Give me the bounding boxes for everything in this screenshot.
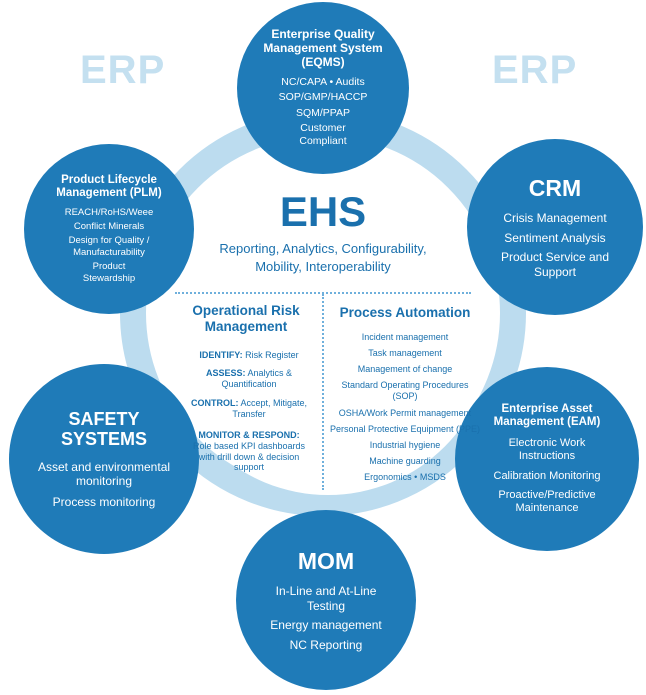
plm-node: Product Lifecycle Management (PLM) REACH…	[24, 144, 194, 314]
crm-item: Crisis Management	[503, 211, 607, 226]
eqms-item: SQM/PPAP	[295, 106, 351, 119]
automation-item: Machine guarding	[369, 456, 441, 466]
risk-identify-text: Risk Register	[245, 350, 299, 360]
safety-title: SAFETY SYSTEMS	[60, 408, 148, 450]
plm-item: Conflict Minerals	[73, 220, 145, 232]
mom-item: Energy management	[270, 618, 382, 633]
risk-title: Operational Risk Management	[192, 303, 300, 335]
risk-control-text: Accept, Mitigate, Transfer	[232, 398, 308, 419]
crm-title: CRM	[528, 175, 582, 201]
mom-item: In-Line and At-Line Testing	[275, 584, 377, 613]
center-divider-horizontal	[175, 292, 471, 294]
automation-item: Industrial hygiene	[369, 440, 441, 450]
eam-item: Calibration Monitoring	[493, 469, 601, 482]
eqms-item: Customer Compliant	[299, 122, 347, 148]
risk-assess-label: ASSESS:	[205, 368, 246, 378]
risk-identify-label: IDENTIFY:	[199, 350, 243, 360]
eam-item: Proactive/Predictive Maintenance	[498, 488, 596, 514]
automation-item: Incident management	[361, 332, 449, 342]
automation-item: OSHA/Work Permit management	[338, 408, 472, 418]
automation-item: Management of change	[357, 364, 453, 374]
eam-node: Enterprise Asset Management (EAM) Electr…	[455, 367, 639, 551]
automation-item: Task management	[368, 348, 442, 358]
safety-item: Asset and environmental monitoring	[37, 460, 171, 489]
automation-item: Personal Protective Equipment (PPE)	[329, 424, 481, 434]
erp-label-left: ERP	[80, 48, 166, 92]
risk-monitor-label: MONITOR & RESPOND:	[198, 430, 300, 440]
risk-monitor-text: Role based KPI dashboards with drill dow…	[192, 440, 306, 473]
automation-item: Ergonomics • MSDS	[364, 472, 446, 482]
plm-item: Product Stewardship	[82, 261, 136, 284]
mom-title: MOM	[297, 548, 355, 574]
safety-systems-node: SAFETY SYSTEMS Asset and environmental m…	[9, 364, 199, 554]
ehs-subtitle: Reporting, Analytics, Configurability, M…	[219, 241, 427, 274]
eqms-node: Enterprise Quality Management System (EQ…	[237, 2, 409, 174]
crm-item: Product Service and Support	[500, 250, 610, 279]
automation-item: Standard Operating Procedures (SOP)	[341, 380, 469, 401]
plm-item: Design for Quality / Manufacturability	[68, 235, 150, 258]
eqms-title: Enterprise Quality Management System (EQ…	[263, 27, 383, 69]
automation-title: Process Automation	[339, 305, 471, 320]
ehs-title: EHS	[279, 188, 367, 235]
risk-control-label: CONTROL:	[190, 398, 239, 408]
center-divider-vertical	[322, 294, 324, 490]
mom-node: MOM In-Line and At-Line Testing Energy m…	[236, 510, 416, 690]
eqms-item: NC/CAPA • Audits	[281, 75, 365, 88]
center-area	[163, 165, 493, 495]
erp-label-right: ERP	[492, 48, 578, 92]
eam-item: Electronic Work Instructions	[508, 437, 586, 463]
risk-monitor: MONITOR & RESPOND: Role based KPI dashbo…	[190, 430, 308, 473]
eam-title: Enterprise Asset Management (EAM)	[493, 402, 601, 429]
eqms-item: SOP/GMP/HACCP	[278, 91, 368, 104]
risk-control: CONTROL: Accept, Mitigate, Transfer	[180, 398, 318, 420]
plm-item: REACH/RoHS/Weee	[64, 206, 154, 218]
mom-item: NC Reporting	[289, 637, 363, 652]
crm-node: CRM Crisis Management Sentiment Analysis…	[467, 139, 643, 315]
risk-assess-text: Analytics & Quantification	[221, 368, 293, 389]
safety-item: Process monitoring	[52, 494, 156, 509]
crm-item: Sentiment Analysis	[504, 230, 606, 245]
plm-title: Product Lifecycle Management (PLM)	[56, 174, 162, 200]
risk-assess: ASSESS: Analytics & Quantification	[195, 368, 303, 390]
risk-identify: IDENTIFY: Risk Register	[183, 350, 315, 361]
